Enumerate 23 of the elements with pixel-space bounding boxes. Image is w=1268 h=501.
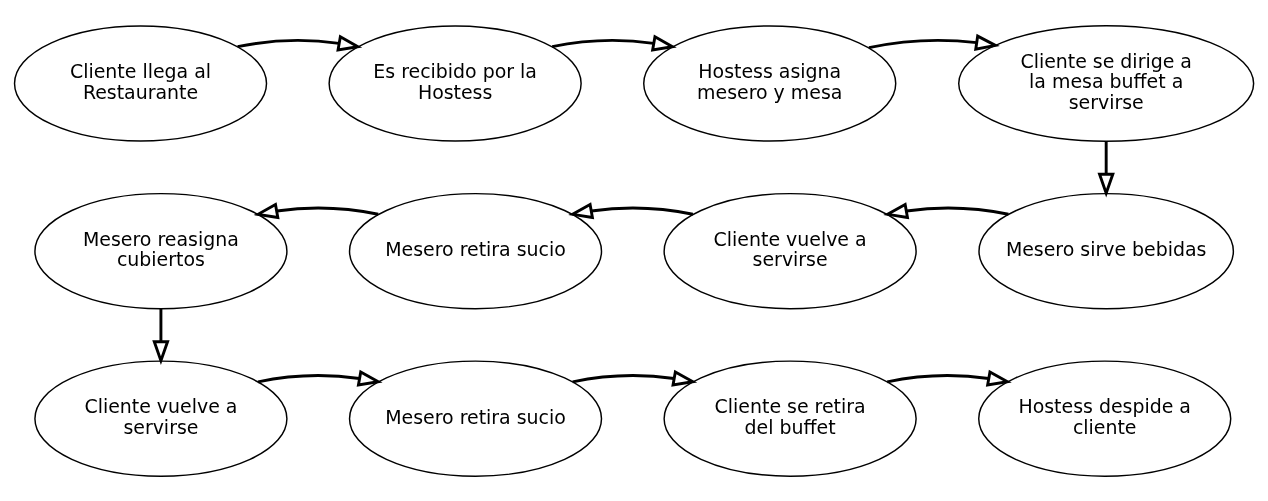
arrow <box>886 369 1012 387</box>
arrow <box>253 201 379 219</box>
arrow <box>551 34 677 52</box>
node-ellipse: Hostess despide a cliente <box>978 359 1232 477</box>
node-ellipse: Cliente vuelve a servirse <box>34 359 288 477</box>
node-ellipse: Cliente vuelve a servirse <box>663 192 917 309</box>
node-ellipse: Mesero sirve bebidas <box>978 192 1235 309</box>
node-ellipse: Cliente se dirige a la mesa buffet a servirse <box>958 24 1255 142</box>
node-ellipse: Mesero retira sucio <box>348 359 603 477</box>
node-ellipse: Hostess asigna mesero y mesa <box>643 24 897 142</box>
node-ellipse: Cliente llega al Restaurante <box>13 24 268 142</box>
arrow <box>257 369 383 387</box>
node-ellipse: Es recibido por la Hostess <box>328 24 582 142</box>
arrow <box>572 369 698 387</box>
arrow <box>152 308 170 365</box>
node-ellipse: Mesero reasigna cubiertos <box>34 192 288 309</box>
arrow <box>868 33 1000 51</box>
arrow <box>237 34 363 52</box>
arrow <box>568 201 694 219</box>
node-ellipse: Mesero retira sucio <box>348 192 603 309</box>
node-ellipse: Cliente se retira del buffet <box>663 359 917 477</box>
arrow <box>883 201 1009 219</box>
arrow <box>1097 140 1115 198</box>
